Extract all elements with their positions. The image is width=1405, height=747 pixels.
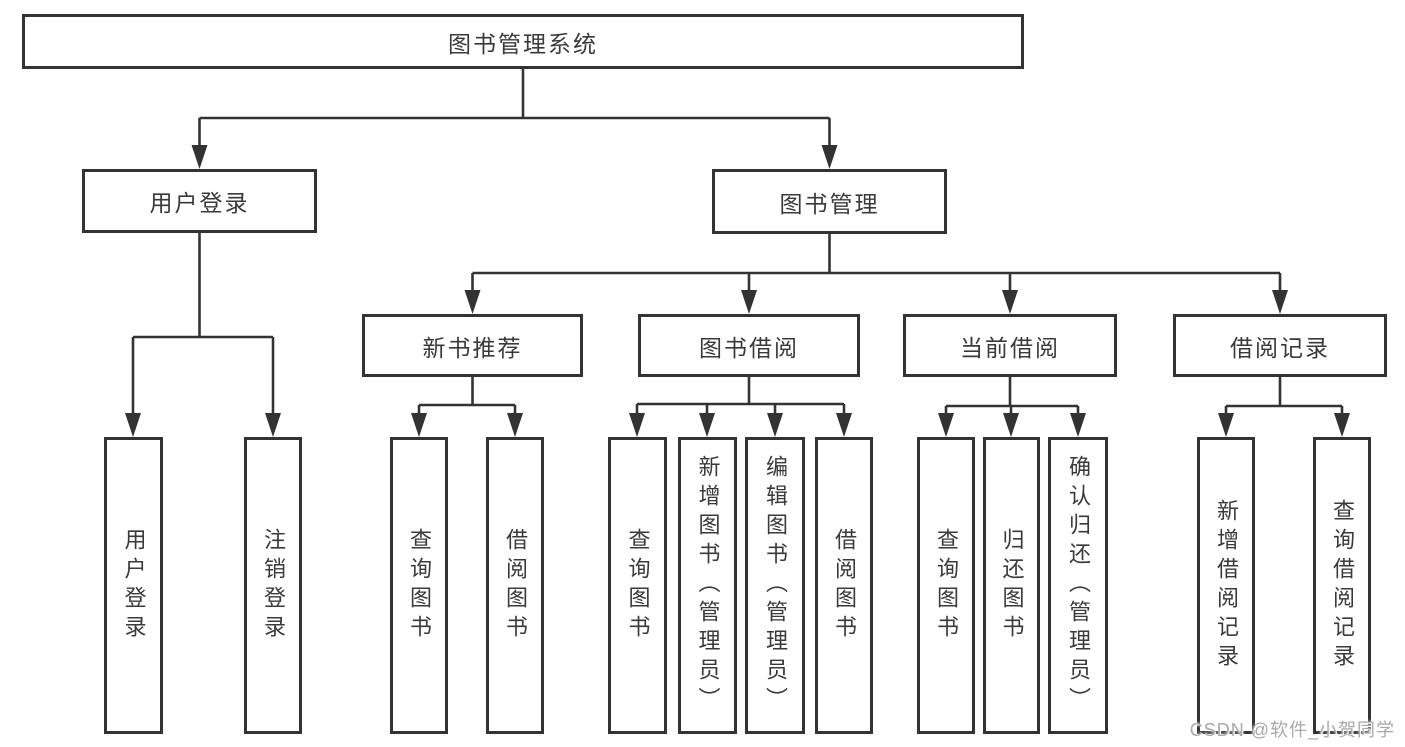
leaf-query-borrow-record: 查询借阅记录	[1313, 437, 1371, 734]
node-borrow-record: 借阅记录	[1173, 314, 1387, 377]
node-book-management: 图书管理	[712, 169, 947, 234]
leaf-return-book: 归还图书	[983, 437, 1040, 734]
node-root: 图书管理系统	[22, 14, 1024, 69]
node-book-borrow: 图书借阅	[638, 314, 860, 377]
node-borrow-record-label: 借阅记录	[1230, 334, 1330, 361]
watermark: CSDN @软件_小贺同学	[1189, 720, 1395, 740]
leaf-add-book-admin: 新增图书（管理员）	[678, 437, 737, 734]
leaf-confirm-return-admin: 确认归还（管理员）	[1048, 437, 1108, 734]
leaf-borrow-books: 借阅图书	[486, 437, 544, 734]
node-current-borrow: 当前借阅	[903, 314, 1117, 377]
node-user-login-label: 用户登录	[149, 190, 250, 216]
leaf-query-books: 查询图书	[917, 437, 975, 734]
leaf-user-login: 用户登录	[104, 437, 163, 734]
leaf-query-books: 查询图书	[608, 437, 667, 734]
node-new-book-recommend-label: 新书推荐	[422, 334, 523, 361]
leaf-borrow-books: 借阅图书	[815, 437, 873, 734]
node-current-borrow-label: 当前借阅	[960, 334, 1060, 361]
leaf-logout: 注销登录	[244, 437, 302, 734]
leaf-query-books: 查询图书	[390, 437, 448, 734]
node-new-book-recommend: 新书推荐	[362, 314, 583, 377]
node-user-login: 用户登录	[82, 169, 317, 233]
node-book-management-label: 图书管理	[779, 190, 880, 217]
node-root-label: 图书管理系统	[448, 30, 598, 57]
leaf-edit-book-admin: 编辑图书（管理员）	[745, 437, 805, 734]
node-book-borrow-label: 图书借阅	[699, 334, 799, 361]
leaf-add-borrow-record: 新增借阅记录	[1197, 437, 1255, 734]
